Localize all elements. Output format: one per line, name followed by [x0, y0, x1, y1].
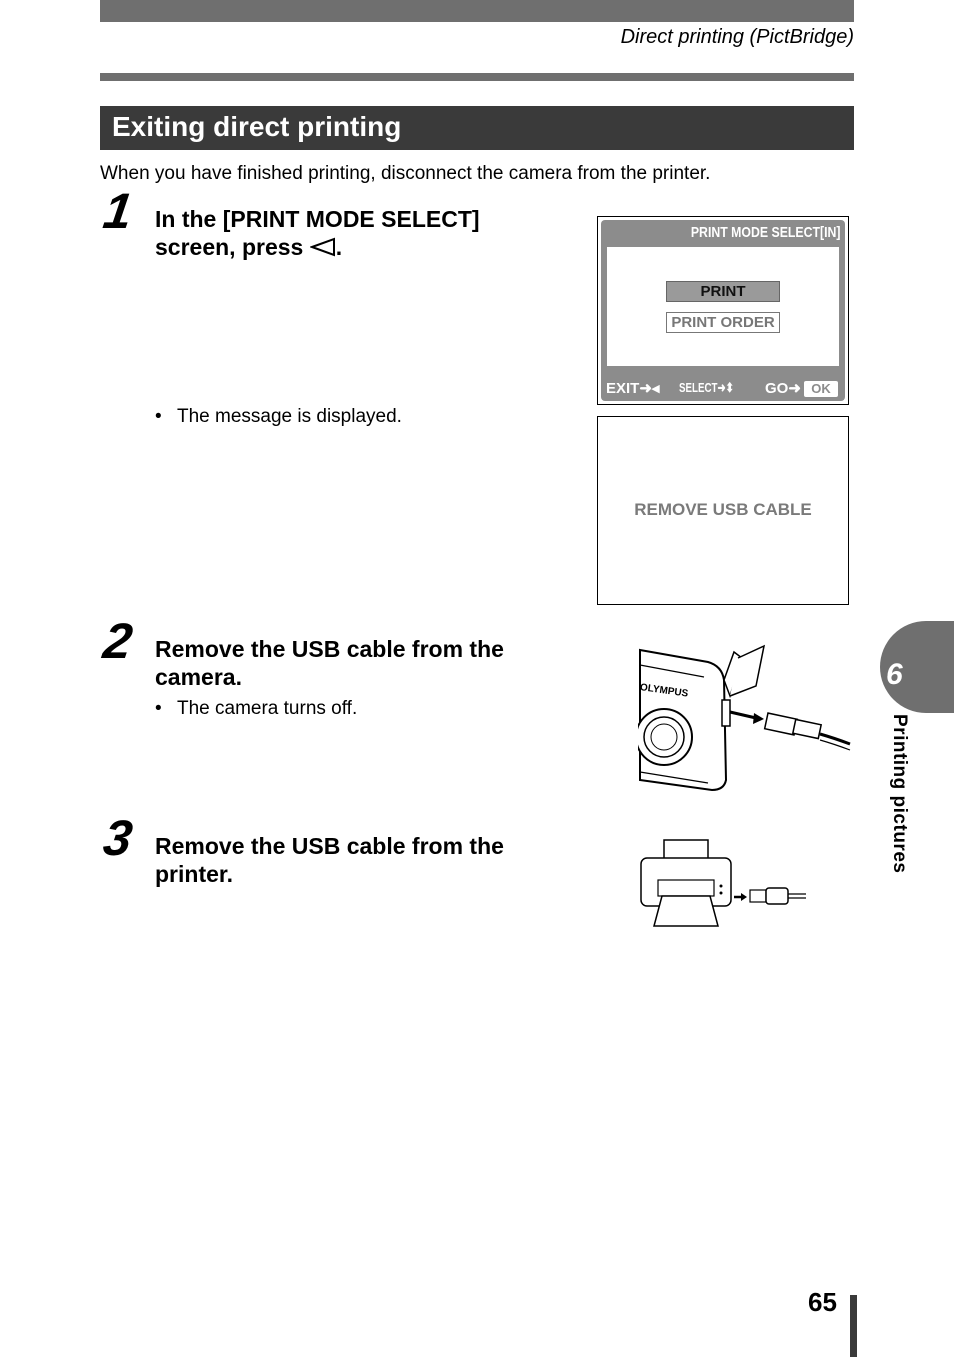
remove-usb-screen: REMOVE USB CABLE — [597, 416, 849, 605]
chapter-number: 6 — [886, 658, 903, 691]
go-label: GO➜ — [765, 380, 801, 397]
section-title: Exiting direct printing — [112, 111, 402, 142]
step-3-text: Remove the USB cable from the printer. — [155, 833, 504, 887]
chapter-tab — [880, 621, 954, 713]
header-bar — [100, 0, 854, 22]
page-number-bar — [850, 1295, 857, 1357]
screen-footer: EXIT➜◂ SELECT➜⬍ GO➜ OK — [601, 377, 845, 401]
usb-plug-icon — [763, 712, 851, 751]
step-1-text: In the [PRINT MODE SELECT] screen, press… — [155, 206, 480, 260]
printer-illustration — [640, 839, 806, 927]
ok-button-icon: OK — [804, 381, 838, 397]
left-arrow-icon — [308, 237, 335, 257]
camera-illustration — [638, 644, 851, 792]
screen-title: PRINT MODE SELECT[IN] — [691, 224, 841, 241]
step-2-number: 2 — [100, 613, 136, 669]
print-mode-select-screen: PRINT MODE SELECT[IN] PRINT PRINT ORDER … — [597, 216, 849, 405]
select-label: SELECT➜⬍ — [679, 380, 734, 395]
remove-usb-message: REMOVE USB CABLE — [634, 500, 812, 519]
running-header: Direct printing (PictBridge) — [620, 26, 854, 48]
header-rule — [100, 73, 854, 81]
screen-panel — [605, 245, 841, 368]
step-2-text: Remove the USB cable from the camera. — [155, 636, 504, 690]
print-option: PRINT — [666, 281, 780, 302]
section-title-bar — [100, 106, 854, 150]
step-3-number: 3 — [100, 810, 136, 866]
exit-label: EXIT➜◂ — [606, 380, 660, 397]
page-number: 65 — [808, 1287, 837, 1317]
chapter-label: Printing pictures — [889, 714, 910, 874]
print-order-option: PRINT ORDER — [666, 312, 780, 333]
step-2-note: •The camera turns off. — [155, 698, 358, 719]
step-1-number: 1 — [100, 183, 136, 239]
step-1-note: •The message is displayed. — [155, 406, 402, 427]
section-intro: When you have finished printing, disconn… — [100, 163, 711, 184]
